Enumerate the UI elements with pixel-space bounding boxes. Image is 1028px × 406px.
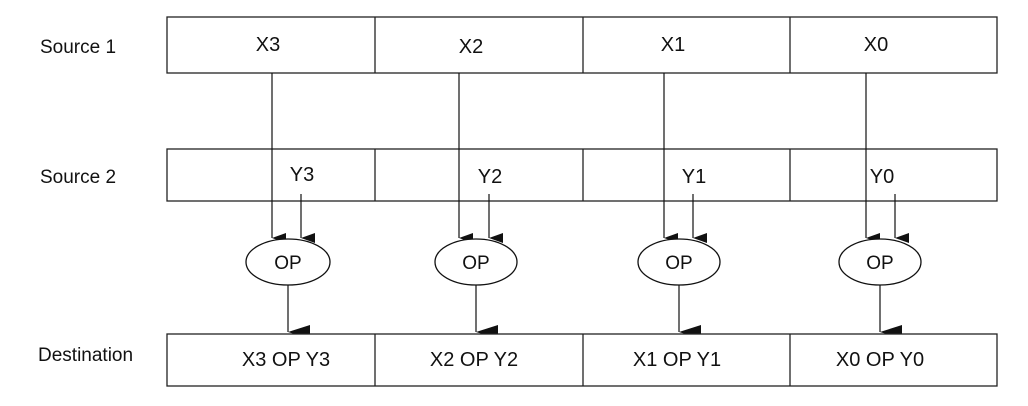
op-label-0: OP — [866, 253, 893, 274]
source2-label: Source 2 — [40, 167, 116, 188]
source1-cell-x0: X0 — [864, 34, 888, 56]
op-node-2: OP — [434, 238, 518, 286]
destination-register: X3 OP Y3 X2 OP Y2 X1 OP Y1 X0 OP Y0 — [166, 333, 998, 387]
destination-cell-0: X0 OP Y0 — [836, 349, 924, 371]
op-label-1: OP — [665, 253, 692, 274]
destination-cell-1: X1 OP Y1 — [633, 349, 721, 371]
destination-cell-2: X2 OP Y2 — [430, 349, 518, 371]
op-node-3: OP — [245, 238, 331, 286]
source1-label: Source 1 — [40, 37, 116, 58]
source2-cell-y1: Y1 — [682, 166, 706, 188]
destination-cell-3: X3 OP Y3 — [242, 349, 330, 371]
op-node-0: OP — [838, 238, 922, 286]
source2-register: Y3 Y2 Y1 Y0 — [166, 148, 998, 202]
op-label-3: OP — [274, 253, 301, 274]
source1-cell-x3: X3 — [256, 34, 280, 56]
op-node-1: OP — [637, 238, 721, 286]
source1-cell-x1: X1 — [661, 34, 685, 56]
destination-label: Destination — [38, 345, 133, 366]
source2-cell-y2: Y2 — [478, 166, 502, 188]
source2-cell-y3: Y3 — [290, 164, 314, 186]
source2-cell-y0: Y0 — [870, 166, 894, 188]
source1-cell-x2: X2 — [459, 36, 483, 58]
op-label-2: OP — [462, 253, 489, 274]
source1-register: X3 X2 X1 X0 — [166, 16, 998, 74]
